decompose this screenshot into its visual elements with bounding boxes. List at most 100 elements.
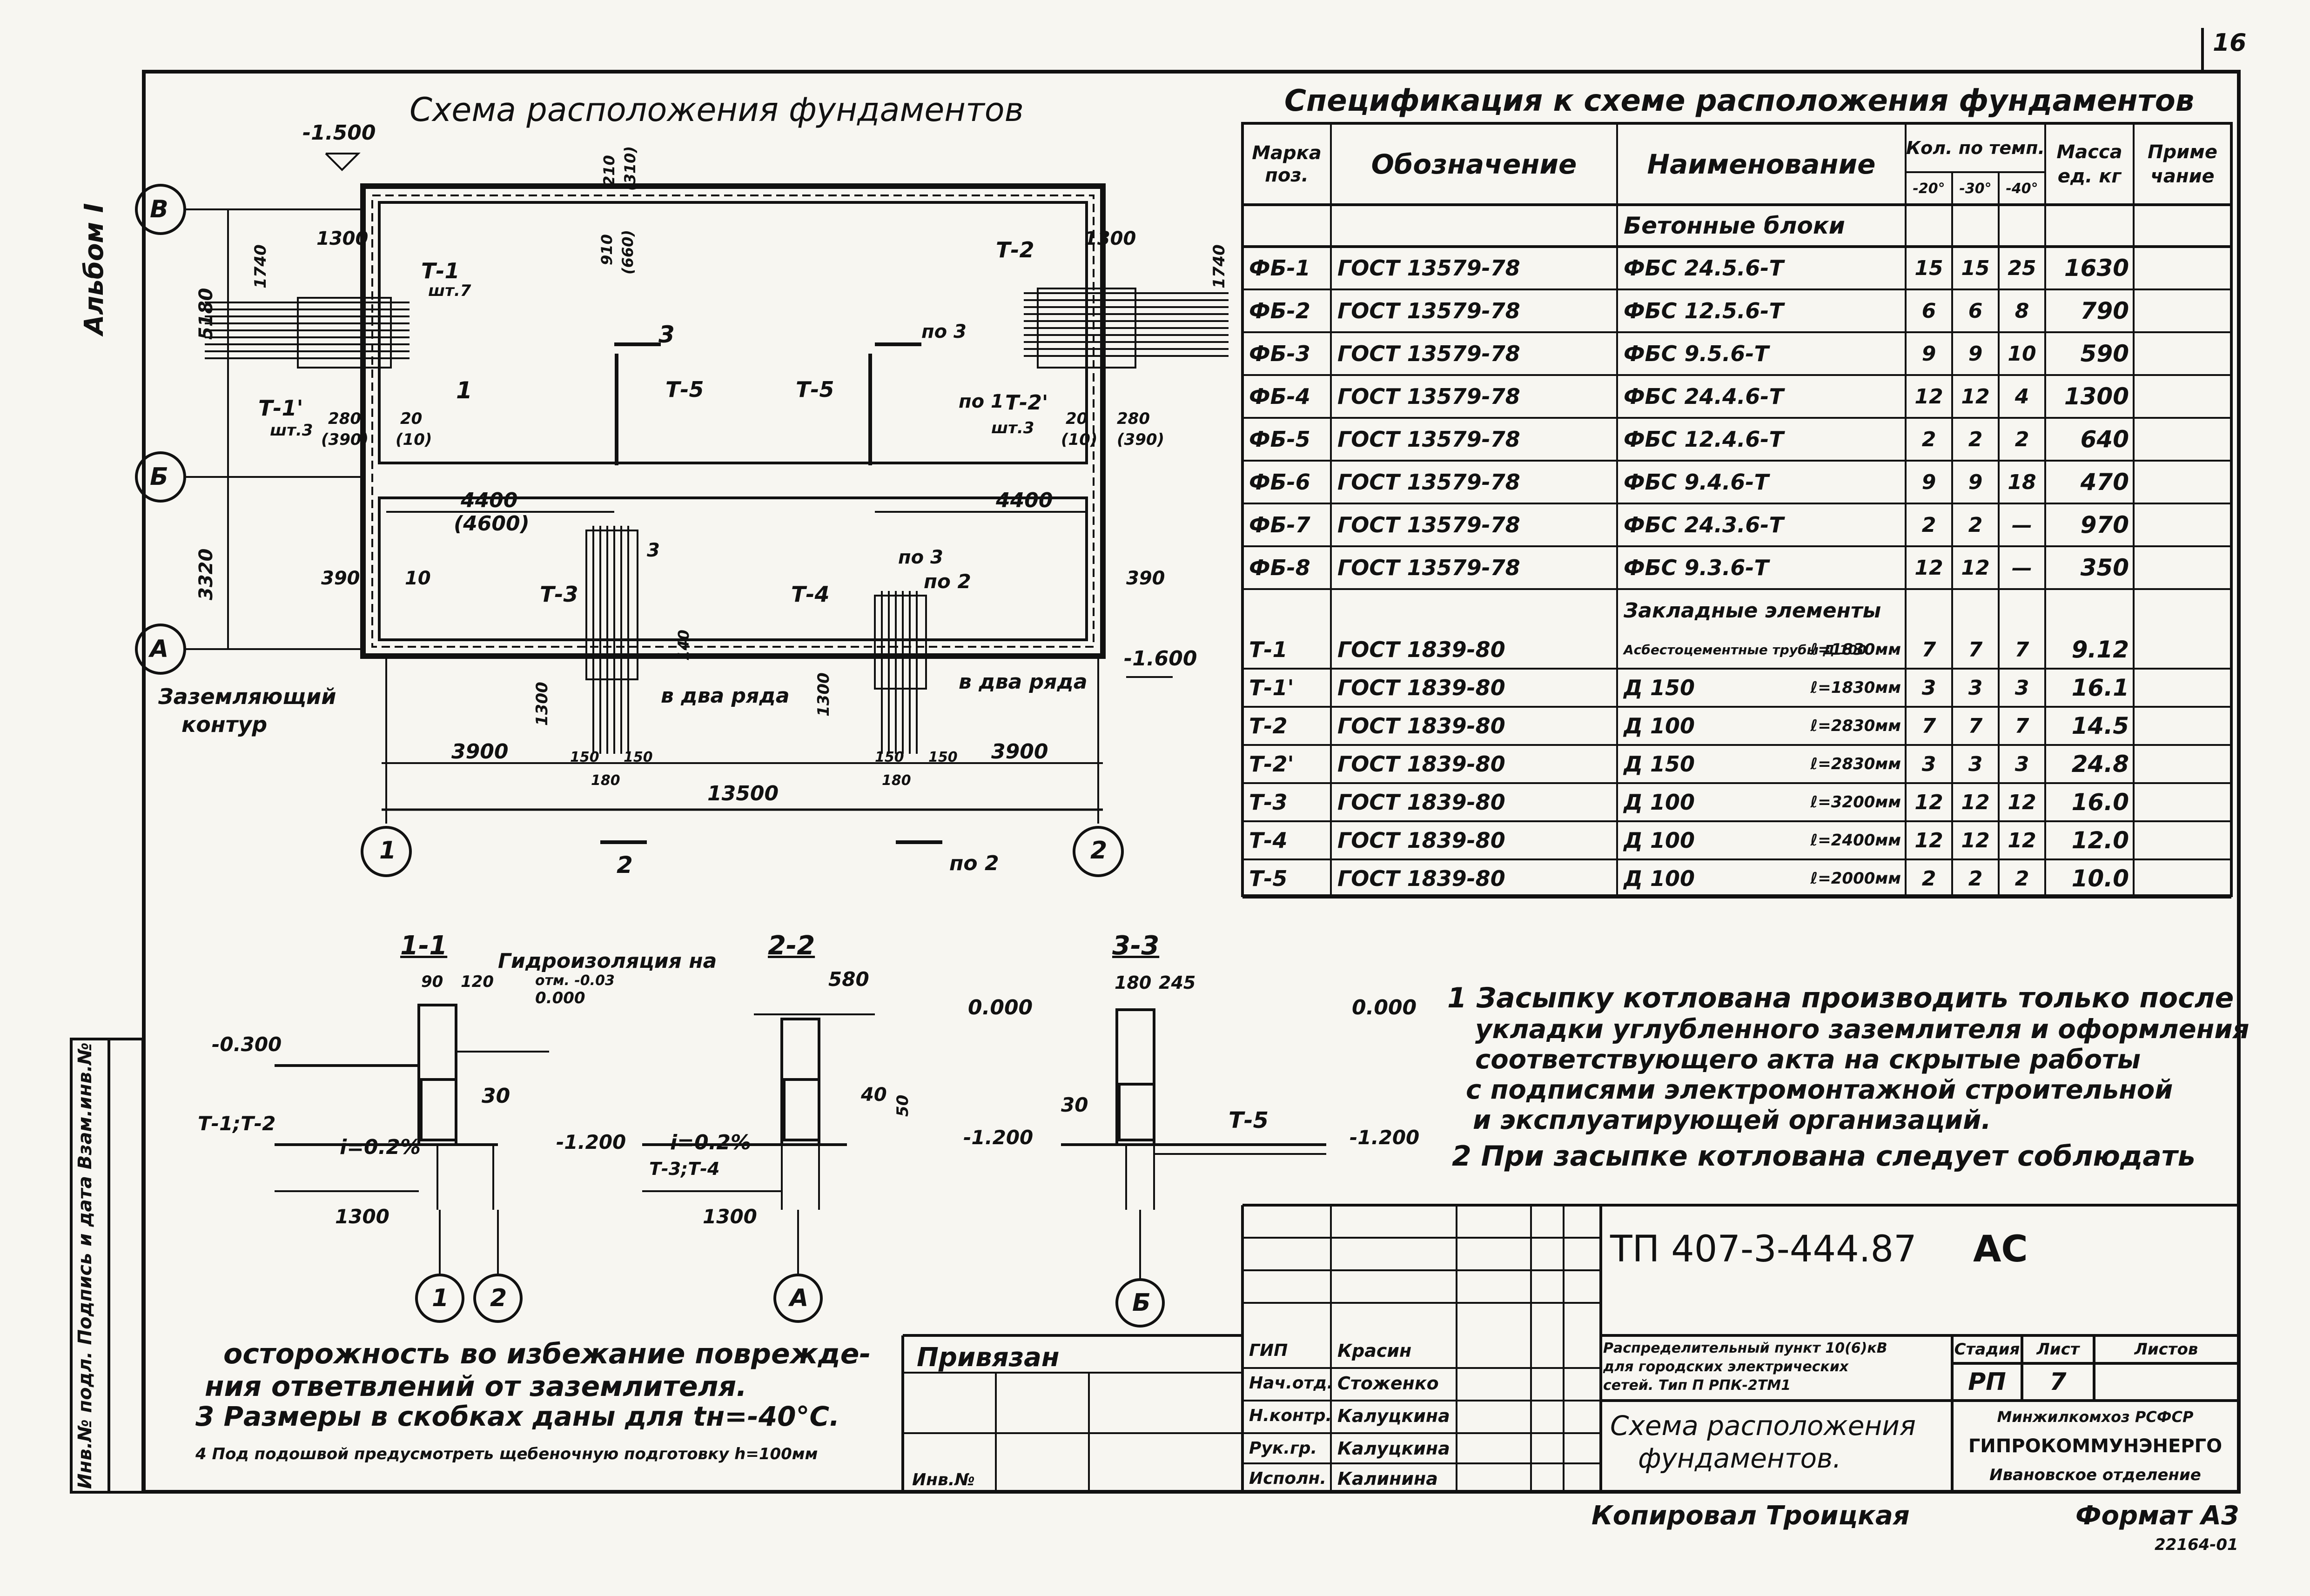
plan-outline [360, 183, 1106, 659]
spec-cell: 970 [2080, 511, 2129, 538]
spec-cell: 15 [1961, 256, 1990, 280]
org-line-2: ГИПРОКОММУНЭНЕРГО [1968, 1435, 2223, 1457]
spec-cell: 10.0 [2071, 865, 2129, 892]
note-3: 3 Размеры в скобках даны для tн=-40°С. [195, 1401, 840, 1432]
signature-role: Исполн. [1249, 1469, 1326, 1488]
spec-cell: ГОСТ 1839-80 [1337, 751, 1505, 777]
spec-cell: 12 [1961, 790, 1990, 814]
section-1-1-axis-2: 2 [490, 1284, 507, 1312]
spec-cell: 12 [2008, 790, 2036, 814]
dim-4400-right: 4400 [996, 489, 1053, 512]
dim-280-right: 280 [1117, 409, 1150, 428]
cut-2b: по 2 [949, 852, 999, 875]
spec-grid [1330, 123, 2135, 896]
spec-row-line [1242, 545, 2231, 547]
spec-cell: 3 [2015, 676, 2029, 700]
tag-T1-count: шт.7 [428, 282, 471, 300]
spec-cell: 12 [2008, 828, 2036, 852]
spec-cell: 4 [2015, 384, 2029, 409]
note-1a: 1 Засыпку котлована производить только п… [1447, 982, 2234, 1014]
spec-cell: ℓ=2830мм [1810, 717, 1901, 735]
section-1-1-level-b: -1.200 [556, 1131, 626, 1153]
tag-T1: Т-1 [421, 258, 460, 283]
tag-T2p: Т-2' [1005, 391, 1048, 415]
spec-cell: ФБС 9.3.6-Т [1624, 555, 1769, 580]
spec-row-line [1242, 820, 2231, 822]
spec-cell: 12 [1914, 384, 1943, 409]
spec-cell [1617, 375, 1906, 418]
page-number-divider [2201, 28, 2204, 72]
spec-head-note: Приме чание [2148, 141, 2217, 187]
spec-cell: Д 100 [1624, 790, 1695, 815]
section-1-1-level-a: -0.300 [212, 1033, 282, 1056]
spec-cell: 2 [1921, 427, 1936, 451]
cut-3c: по 3 [898, 547, 943, 568]
spec-head-q1: -20° [1913, 180, 1945, 197]
spec-cell: ГОСТ 1839-80 [1337, 675, 1505, 700]
spec-cell: 1300 [2064, 383, 2129, 410]
spec-cell: Асбестоцементные трубы Д 100 [1624, 642, 1867, 657]
spec-cell: ФБС 9.5.6-Т [1624, 341, 1769, 366]
dim-280-left: 280 [328, 409, 361, 428]
dim-150-b: 150 [624, 749, 653, 765]
spec-cell: 9 [1968, 342, 1983, 366]
spec-cell [1617, 289, 1906, 332]
tag-T1p-count: шт.3 [270, 421, 313, 440]
spec-cell [1617, 247, 1906, 289]
spec-cell: 3 [1921, 752, 1936, 776]
spec-cell: ФБ-8 [1249, 555, 1310, 580]
spec-cell: 2 [1968, 866, 1983, 891]
spec-row-line [1242, 417, 2231, 419]
spec-group-embedded: Закладные элементы [1624, 599, 1881, 623]
dim-5180: 5180 [195, 288, 217, 340]
axis-label-V: В [150, 195, 168, 223]
axis-bubble-B [135, 451, 186, 503]
section-1-1 [275, 1004, 549, 1323]
plan-inner-bottom [378, 496, 1088, 641]
signature-name: Стоженко [1337, 1373, 1439, 1394]
dim-10p-left: (10) [396, 430, 432, 449]
dim-4400-left: 4400 [461, 489, 518, 512]
spec-row-line [1242, 897, 2231, 899]
spec-cell: ФБ-1 [1249, 255, 1310, 281]
spec-cell: 12.0 [2071, 827, 2129, 854]
spec-cell: 7 [1968, 714, 1983, 738]
spec-cell [1617, 546, 1906, 589]
spec-cell: 470 [2080, 469, 2129, 496]
doc-code: ТП 407-3-444.87 [1610, 1228, 1917, 1270]
spec-cell: 590 [2080, 340, 2129, 367]
section-3-3-title: 3-3 [1112, 931, 1160, 961]
spec-head-mass: Масса ед. кг [2056, 141, 2122, 187]
section-3-3-d245: 245 [1159, 972, 1196, 993]
dim-3900-left: 3900 [451, 740, 509, 764]
stage-header: Стадия [1954, 1340, 2020, 1359]
spec-cell [1617, 461, 1906, 503]
dim-1300-t3: 1300 [533, 682, 551, 726]
spec-cell: 12 [1914, 790, 1943, 814]
dim-150-d: 150 [928, 749, 958, 765]
spec-cell: ГОСТ 1839-80 [1337, 713, 1505, 738]
plan-inner-top [378, 201, 1088, 464]
spec-cell: Т-1' [1249, 675, 1294, 700]
spec-cell: ФБ-3 [1249, 341, 1310, 366]
project-desc-2: для городских электрических [1603, 1359, 1849, 1375]
spec-cell: 9 [1921, 342, 1936, 366]
axis-label-A: А [150, 635, 169, 663]
spec-head-q2: -30° [1959, 180, 1992, 197]
signature-name: Калинина [1337, 1468, 1438, 1489]
section-2-2-d50: 50 [893, 1094, 912, 1117]
spec-cell: ГОСТ 13579-78 [1337, 341, 1520, 366]
tag-T4: Т-4 [791, 582, 830, 607]
spec-cell: 2 [1921, 513, 1936, 537]
note-2a: 2 При засыпке котлована следует соблюдат… [1452, 1140, 2196, 1173]
section-2-2-slope: i=0.2% [670, 1131, 751, 1154]
axis-bubble-1 [361, 826, 412, 877]
spec-cell: Т-3 [1249, 790, 1288, 815]
dim-180-b: 180 [882, 772, 911, 789]
spec-cell: 12 [1914, 556, 1943, 580]
signature-name: Красин [1337, 1340, 1412, 1361]
spec-head-qty: Кол. по темп. [1906, 137, 2045, 158]
section-2-2-axis: А [790, 1284, 809, 1312]
signature-role: Н.контр. [1249, 1406, 1331, 1425]
